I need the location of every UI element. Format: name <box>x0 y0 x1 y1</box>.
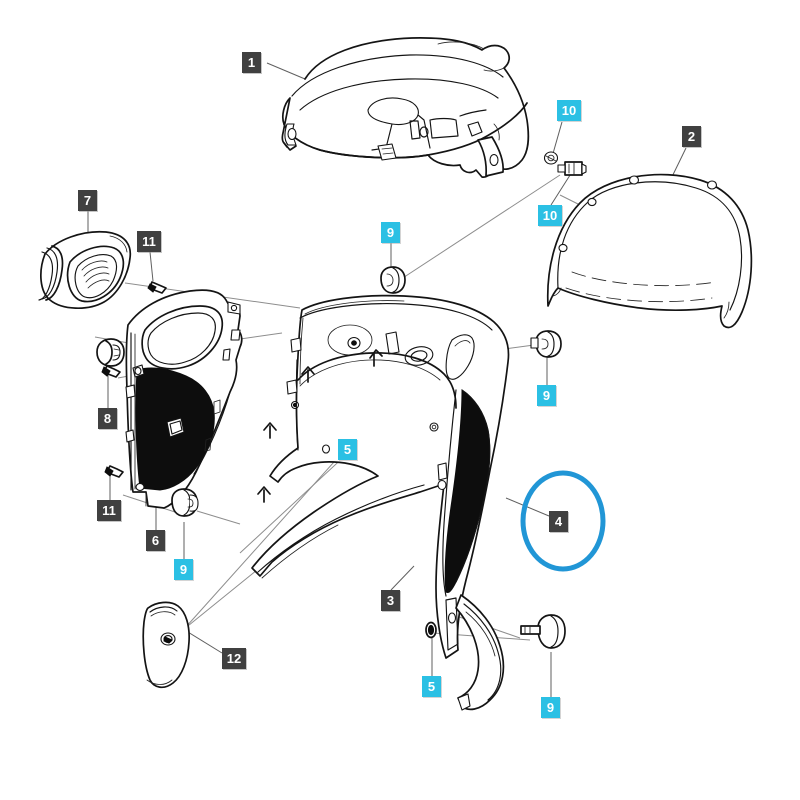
callout-label: 10 <box>542 208 558 223</box>
part-2-windshield <box>546 173 753 329</box>
part-7-air-duct-bellows <box>38 230 132 309</box>
callout-10-a[interactable]: 10 <box>557 100 581 121</box>
callout-1[interactable]: 1 <box>242 52 261 73</box>
part-9-rivet-left <box>171 488 199 517</box>
callout-4[interactable]: 4 <box>549 511 568 532</box>
part-10-bolt <box>557 161 587 176</box>
callout-label: 4 <box>554 514 563 529</box>
part-6-side-panel <box>125 289 243 509</box>
callout-label: 12 <box>226 651 242 666</box>
callout-5-a[interactable]: 5 <box>338 439 357 460</box>
callout-2[interactable]: 2 <box>682 126 701 147</box>
callout-label: 1 <box>247 55 256 70</box>
callout-9-d[interactable]: 9 <box>541 697 560 718</box>
part-5-grommet-lower <box>425 621 437 639</box>
part-11-screw-upper <box>147 281 167 294</box>
part-3-front-leg-shield <box>251 294 510 659</box>
part-1-upper-handlebar-cover <box>281 37 530 178</box>
callout-9-c[interactable]: 9 <box>174 559 193 580</box>
callout-label: 11 <box>142 234 156 249</box>
callout-9-b[interactable]: 9 <box>537 385 556 406</box>
callout-label: 8 <box>103 411 112 426</box>
callout-5-b[interactable]: 5 <box>422 676 441 697</box>
callout-7[interactable]: 7 <box>78 190 97 211</box>
callout-12[interactable]: 12 <box>222 648 246 669</box>
part-10-nut <box>543 151 559 165</box>
callout-label: 6 <box>151 533 160 548</box>
callout-label: 2 <box>687 129 696 144</box>
part-9-screw-bottom-right <box>520 614 566 649</box>
callout-11-a[interactable]: 11 <box>137 231 161 252</box>
part-9-rivet-right <box>530 330 562 358</box>
callout-label: 10 <box>561 103 577 118</box>
part-3-lower-trim-hoop <box>455 594 505 711</box>
part-9-rivet-upper-center <box>380 266 406 294</box>
part-8-bushing <box>96 338 125 367</box>
part-11-screw-left-lower <box>104 465 124 478</box>
callout-label: 9 <box>386 225 395 240</box>
callout-10-b[interactable]: 10 <box>538 205 562 226</box>
callout-11-b[interactable]: 11 <box>97 500 121 521</box>
part-12-cover-cap <box>142 601 190 689</box>
callout-label: 7 <box>83 193 92 208</box>
callout-label: 9 <box>542 388 551 403</box>
callout-8[interactable]: 8 <box>98 408 117 429</box>
callout-label: 3 <box>386 593 395 608</box>
callout-label: 5 <box>343 442 352 457</box>
callout-3[interactable]: 3 <box>381 590 400 611</box>
callout-6[interactable]: 6 <box>146 530 165 551</box>
callout-label: 9 <box>179 562 188 577</box>
callout-label: 11 <box>102 503 116 518</box>
callout-label: 9 <box>546 700 555 715</box>
callout-9-a[interactable]: 9 <box>381 222 400 243</box>
part-11-screw-lower <box>101 365 121 378</box>
callout-label: 5 <box>427 679 436 694</box>
